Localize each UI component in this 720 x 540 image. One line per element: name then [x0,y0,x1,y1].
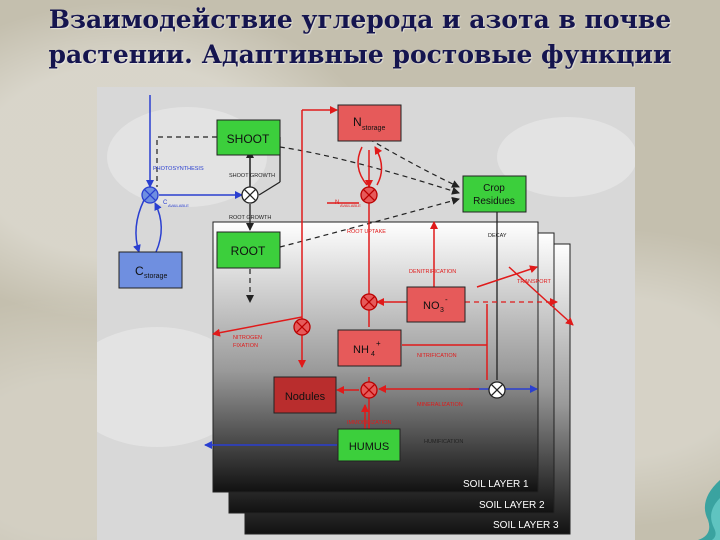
nodules-label: Nodules [285,391,326,403]
label-c-available-main: C [163,200,168,206]
nitrogen-flows [212,106,574,443]
title-line-1: Взаимодействие углерода и азота в почве [48,5,672,34]
label-nitrogen-fixation-2: FIXATION [233,343,258,349]
c-storage-main: C [135,264,144,278]
nh4-main: NH [353,344,369,356]
box-crop-residues: Crop Residues [462,175,527,213]
valve-nitrogen-fixation [293,318,311,336]
dashed-residue-links [156,136,558,306]
box-root-label: ROOT [231,244,266,258]
label-decay: DECAY [488,233,507,239]
soil-layer-2-label: SOIL LAYER 2 [479,500,545,511]
valve-root-uptake [360,293,378,311]
box-humus: HUMUS [337,428,401,462]
valves [141,186,506,399]
box-c-storage: C storage [118,251,183,289]
valve-n-available [360,186,378,204]
label-humification: HUMIFICATION [424,439,463,445]
box-no3: NO 3 - [406,286,466,323]
no3-main: NO [423,300,440,312]
valve-shoot-growth [241,186,259,204]
no3-sup: - [445,295,448,304]
soil-layer-3-label: SOIL LAYER 3 [493,520,559,531]
label-transport: TRANSPORT [517,279,551,285]
slide-title: Взаимодействие углерода и азота в почве … [0,2,720,72]
diagram-svg: SHOOT ROOT C storage N storage Crop Resi… [97,95,635,535]
label-denitrification: DENITRIFICATION [409,269,456,275]
crop-residues-line1: Crop [483,183,505,194]
no3-sub: 3 [440,307,444,314]
box-nodules: Nodules [273,376,337,414]
title-line-2: растении. Адаптивные ростовые функции [48,40,672,69]
label-photosynthesis: PHOTOSYNTHESIS [153,166,204,172]
humus-label: HUMUS [349,441,389,453]
box-shoot: SHOOT [216,119,281,156]
soil-layer-1-label: SOIL LAYER 1 [463,479,529,490]
label-n-available-main: N [335,200,339,206]
crop-residues-line2: Residues [473,196,515,207]
label-root-growth: ROOT GROWTH [229,215,271,221]
label-nitrification: NITRIFICATION [417,353,457,359]
box-root: ROOT [216,231,281,269]
valve-photosynthesis [141,186,159,204]
label-n-available-sub: AVAILABLE [340,203,361,208]
label-mineralization: MINERALIZATION [417,402,463,408]
flow-labels: PHOTOSYNTHESIS SHOOT GROWTH ROOT GROWTH … [153,166,551,445]
label-root-uptake: ROOT UPTAKE [347,229,386,235]
c-storage-sub: storage [144,273,167,280]
box-n-storage: N storage [337,104,402,142]
carbon-nitrogen-diagram: SHOOT ROOT C storage N storage Crop Resi… [97,87,635,540]
label-nitrogen-fixation-1: NITROGEN [233,335,262,341]
box-shoot-label: SHOOT [227,132,270,146]
n-storage-sub: storage [362,125,385,132]
nh4-sup: + [376,339,381,348]
valve-decay [488,381,506,399]
box-nh4: NH 4 + [337,329,402,367]
soil-layer-labels: SOIL LAYER 1 SOIL LAYER 2 SOIL LAYER 3 [463,479,559,531]
label-immobilization: IMMOBILIZATION [347,420,392,426]
corner-ornament-icon [698,480,720,540]
label-c-available-sub: AVAILABLE [168,203,189,208]
valve-mineralization [360,381,378,399]
n-storage-main: N [353,115,362,129]
nh4-sub: 4 [371,351,375,358]
carbon-flows [133,95,538,449]
label-shoot-growth: SHOOT GROWTH [229,173,275,179]
